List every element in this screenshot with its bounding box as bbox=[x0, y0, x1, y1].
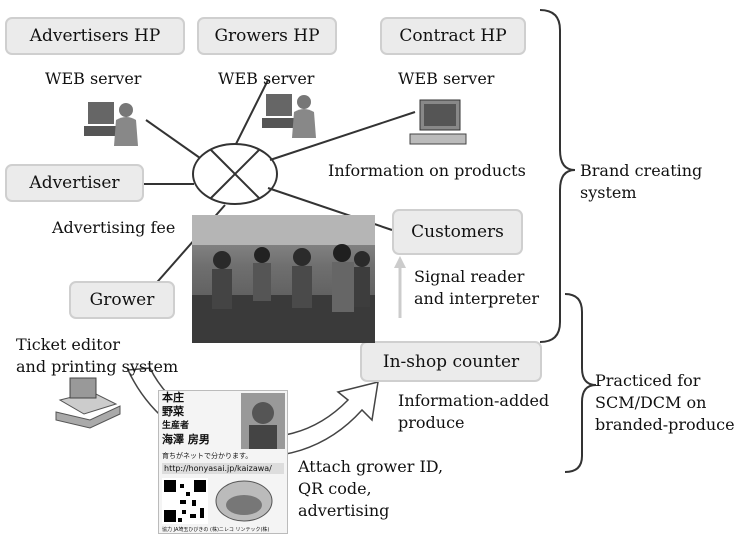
advertising-fee-label: Advertising fee bbox=[52, 218, 176, 237]
practiced-for-label: Practiced for SCM/DCM on branded-produce bbox=[595, 371, 735, 434]
grower-photo bbox=[241, 393, 285, 449]
contract-hp-box: Contract HP bbox=[380, 17, 526, 55]
information-on-products-label: Information on products bbox=[328, 161, 526, 180]
customers-box: Customers bbox=[392, 209, 523, 255]
hub-cross-line bbox=[210, 149, 260, 199]
link-growers-hp bbox=[235, 79, 269, 145]
signal-reader-label: Signal reader and interpreter bbox=[414, 267, 540, 308]
ticket-text: 野菜 bbox=[162, 405, 184, 418]
brand-brace bbox=[539, 9, 576, 343]
ticket-text: 本庄 bbox=[162, 391, 184, 404]
person-at-computer-icon bbox=[262, 94, 316, 138]
link-advertisers-hp bbox=[145, 119, 201, 159]
web-server-label: WEB server bbox=[45, 69, 142, 88]
shop-photo bbox=[192, 215, 375, 343]
in-shop-counter-box: In-shop counter bbox=[360, 341, 542, 382]
advertisers-hp-box: Advertisers HP bbox=[5, 17, 185, 55]
ticket-text: 育ちがネットで分かります。 bbox=[162, 452, 253, 460]
advertiser-box: Advertiser bbox=[5, 164, 144, 202]
web-server-label: WEB server bbox=[398, 69, 495, 88]
link-contract-hp bbox=[269, 111, 416, 161]
signal-arrow-head bbox=[394, 256, 406, 268]
person-at-computer-icon bbox=[84, 102, 138, 146]
grower-box: Grower bbox=[69, 281, 175, 319]
ticket-url: http://honyasai.jp/kaizawa/ bbox=[162, 463, 284, 474]
qr-code-icon bbox=[162, 478, 208, 524]
ticket-text: 生産者 bbox=[162, 421, 190, 431]
printer-icon bbox=[55, 377, 121, 429]
ticket-text: 海澤 房男 bbox=[162, 433, 210, 446]
crowd-silhouettes bbox=[192, 215, 375, 343]
growers-hp-box: Growers HP bbox=[197, 17, 337, 55]
web-server-label: WEB server bbox=[218, 69, 315, 88]
information-added-label: Information-added produce bbox=[398, 391, 550, 432]
ticket-editor-label: Ticket editor and printing system bbox=[16, 335, 179, 376]
brand-creating-label: Brand creating system bbox=[580, 161, 703, 202]
attach-grower-label: Attach grower ID, QR code, advertising bbox=[298, 457, 444, 520]
practiced-brace bbox=[564, 293, 597, 473]
produce-ticket: 本庄 野菜 生産者 海澤 房男 育ちがネットで分かります。 http://hon… bbox=[158, 390, 288, 534]
ticket-footer: 協力 JA埼玉ひびきの (株)ニレコ リンテック(株) bbox=[162, 527, 270, 533]
brand-seal-icon bbox=[215, 480, 273, 522]
computer-icon bbox=[409, 99, 467, 145]
